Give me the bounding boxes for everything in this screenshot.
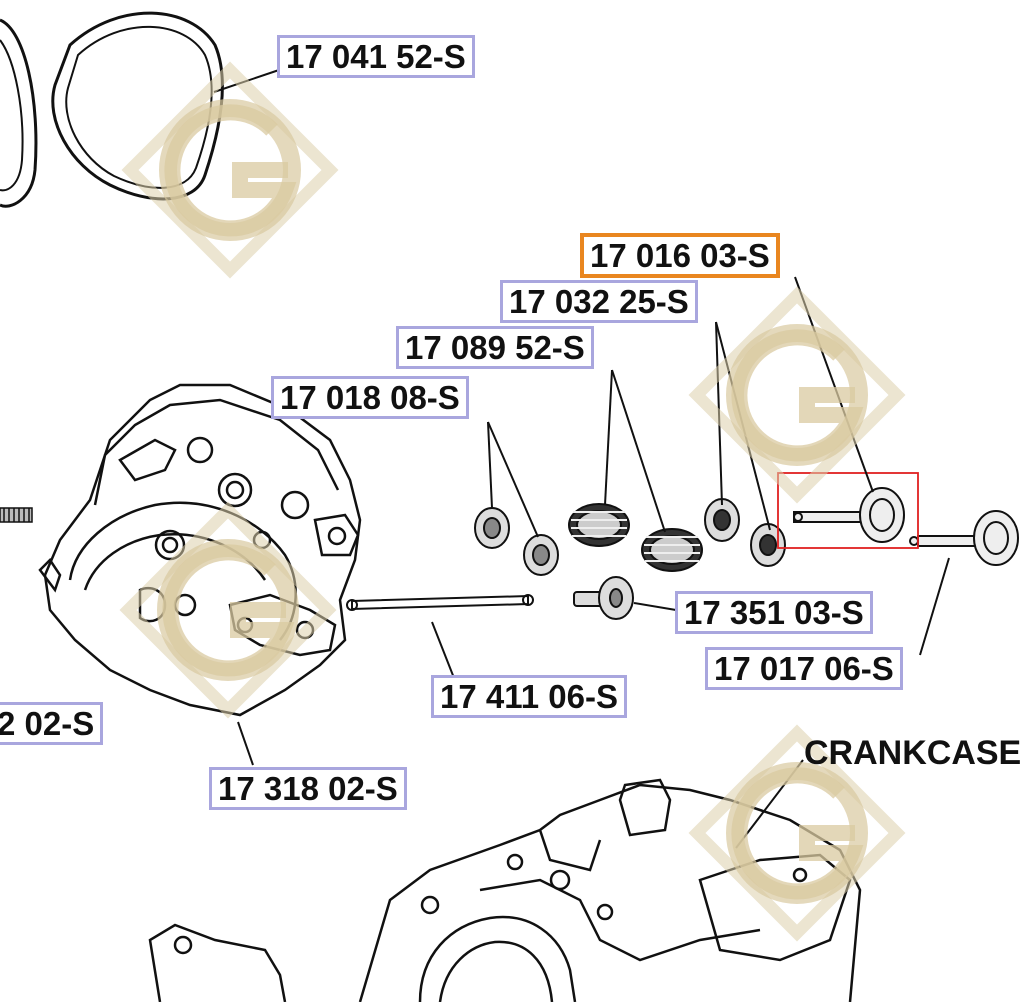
part-label-17-017-06[interactable]: 17 017 06-S bbox=[705, 647, 903, 690]
pushrod-drawing bbox=[346, 594, 534, 611]
part-label-17-089-52[interactable]: 17 089 52-S bbox=[396, 326, 594, 369]
tappet-drawing bbox=[573, 576, 634, 620]
selected-part-highlight bbox=[777, 472, 919, 549]
part-label-17-018-08[interactable]: 17 018 08-S bbox=[271, 376, 469, 419]
part-label-17-032-25[interactable]: 17 032 25-S bbox=[500, 280, 698, 323]
head-gasket-drawing bbox=[0, 11, 224, 208]
part-label-17-351-03[interactable]: 17 351 03-S bbox=[675, 591, 873, 634]
valve-drawings bbox=[793, 487, 1019, 566]
valve-spring-drawings bbox=[568, 503, 703, 572]
part-label-17-411-06[interactable]: 17 411 06-S bbox=[431, 675, 627, 718]
watermark-logo-2 bbox=[697, 295, 897, 495]
valve-cap-drawings bbox=[474, 507, 559, 576]
spring-retainer-drawings bbox=[704, 498, 786, 567]
crankcase-label: CRANKCASE bbox=[804, 734, 1022, 772]
stud-drawing bbox=[0, 507, 33, 523]
part-label-17-041-52[interactable]: 17 041 52-S bbox=[277, 35, 475, 78]
watermark-logo-1 bbox=[130, 70, 330, 270]
part-label-17-318-02[interactable]: 17 318 02-S bbox=[209, 767, 407, 810]
part-label-17-016-03-selected[interactable]: 17 016 03-S bbox=[580, 233, 780, 278]
part-label-cut-off[interactable]: 2 02-S bbox=[0, 702, 104, 745]
